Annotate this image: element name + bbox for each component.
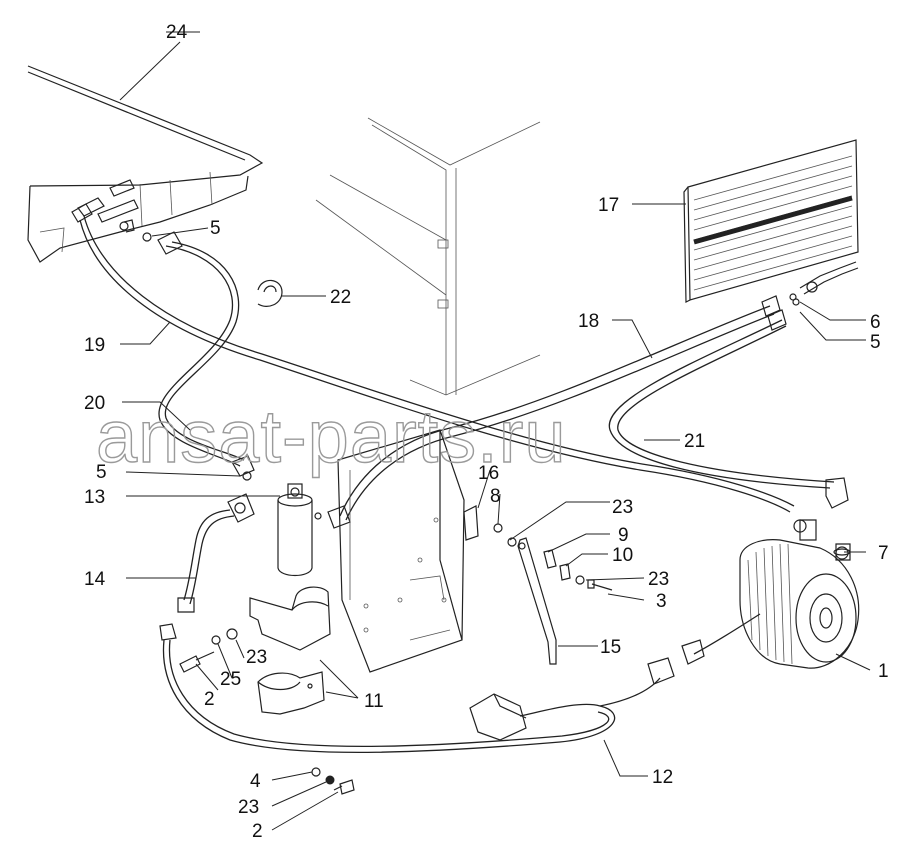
watermark: ansat-parts.ru: [96, 395, 567, 478]
callout-23-upper: 23: [612, 497, 633, 518]
callout-12: 12: [652, 767, 673, 788]
callout-13: 13: [84, 487, 105, 508]
bracket-15: [517, 537, 557, 665]
mounting-plate: [337, 429, 465, 673]
o-ring-5-top: [142, 232, 152, 242]
bolt-2-bottom: [333, 779, 355, 795]
callout-6: 6: [870, 312, 881, 333]
callout-10: 10: [612, 545, 633, 566]
callout-15: 15: [600, 637, 621, 658]
wiring-harness: [162, 613, 761, 753]
cab-body: [315, 117, 541, 396]
roof-fittings: [77, 179, 139, 233]
callout-19: 19: [84, 335, 105, 356]
callout-1: 1: [878, 661, 889, 682]
callout-3: 3: [656, 591, 667, 612]
hose-20: [157, 231, 255, 477]
callout-20: 20: [84, 393, 105, 414]
callout-5-right: 5: [870, 332, 881, 353]
clamp-11-upper: [249, 586, 331, 651]
bolt-2-left: [179, 651, 215, 673]
callout-23-left: 23: [246, 647, 267, 668]
callout-23-bottom: 23: [238, 797, 259, 818]
washer-23-bottom: [325, 775, 335, 785]
washer-4: [311, 767, 321, 777]
leader-lines: [119, 31, 871, 831]
washer-25: [211, 635, 221, 645]
callout-9: 9: [618, 525, 629, 546]
o-ring-5-mid: [242, 471, 252, 481]
pressure-switch: [159, 493, 255, 641]
callout-4: 4: [250, 771, 261, 792]
callout-5-top: 5: [210, 218, 221, 239]
hose-19: [71, 203, 795, 513]
condenser: [683, 139, 859, 303]
callout-23-mid: 23: [648, 569, 669, 590]
callout-18: 18: [578, 311, 599, 332]
callout-16: 16: [478, 463, 499, 484]
fitting-compressor: [793, 519, 807, 533]
hose-21: [608, 319, 849, 509]
washer-23-left: [226, 628, 238, 640]
clamp-11-lower: [257, 671, 325, 715]
clip-22: [257, 279, 283, 307]
callout-5-mid: 5: [96, 462, 107, 483]
callout-21: 21: [684, 431, 705, 452]
callout-2-bottom: 2: [252, 821, 263, 842]
callout-25: 25: [220, 669, 241, 690]
callout-14: 14: [84, 569, 106, 590]
callout-17: 17: [598, 195, 619, 216]
callout-22: 22: [330, 287, 351, 308]
roof-panel: [27, 65, 264, 263]
o-ring-5-right: [792, 298, 800, 306]
callout-2-left: 2: [204, 689, 215, 710]
hardware-set: [463, 505, 613, 591]
callout-11: 11: [364, 691, 384, 712]
callout-7: 7: [878, 543, 889, 564]
compressor: [739, 519, 860, 669]
receiver-drier: [277, 483, 322, 577]
callout-24: 24: [166, 22, 188, 43]
callout-8: 8: [490, 486, 501, 507]
